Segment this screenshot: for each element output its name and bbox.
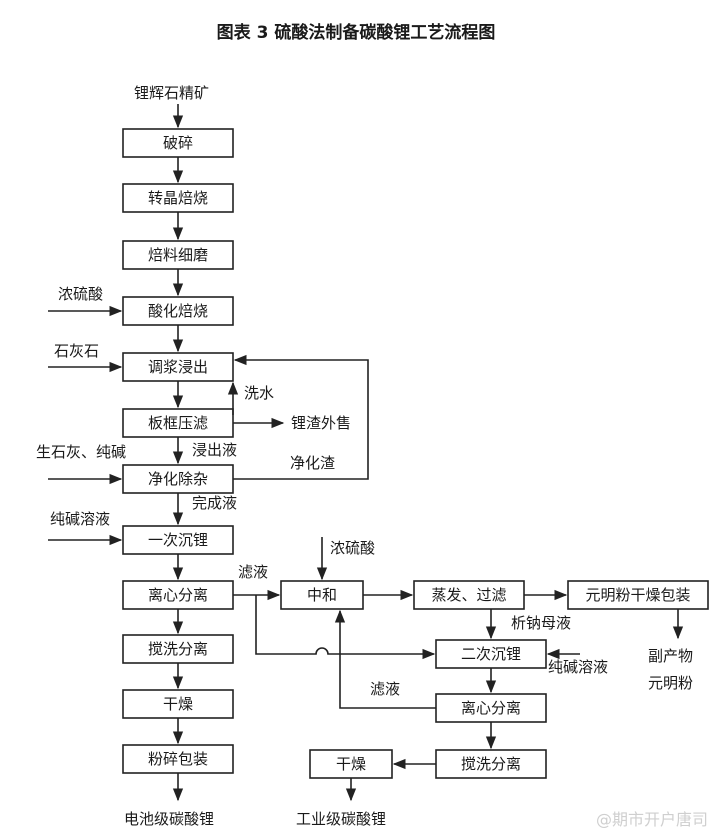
svg-text:二次沉锂: 二次沉锂 [461, 645, 521, 663]
node-centrifuge-2: 离心分离 [435, 693, 547, 723]
svg-text:元明粉干燥包装: 元明粉干燥包装 [585, 586, 690, 604]
label-glauber-salt: 元明粉 [648, 674, 693, 692]
node-neutralize: 中和 [280, 580, 364, 610]
arrow-filtrate2-neutralize [334, 609, 436, 709]
node-evap-filter: 蒸发、过滤 [413, 580, 525, 610]
label-residue-sale: 锂渣外售 [291, 414, 351, 432]
label-purify-residue: 净化渣 [290, 454, 335, 472]
svg-text:干燥: 干燥 [163, 695, 193, 713]
svg-text:蒸发、过滤: 蒸发、过滤 [431, 586, 506, 604]
arrow-purify-residue-loop [233, 354, 369, 480]
svg-text:搅洗分离: 搅洗分离 [461, 755, 521, 773]
node-wash-sep-2: 搅洗分离 [435, 749, 547, 779]
svg-text:中和: 中和 [307, 586, 337, 604]
svg-text:离心分离: 离心分离 [461, 699, 521, 717]
node-dry-1: 干燥 [122, 689, 234, 719]
node-purify: 净化除杂 [122, 464, 234, 494]
svg-text:破碎: 破碎 [163, 134, 193, 152]
label-conc-h2so4: 浓硫酸 [58, 285, 103, 303]
node-wash-sep-1: 搅洗分离 [122, 634, 234, 664]
label-industrial-product: 工业级碳酸锂 [296, 810, 386, 828]
svg-text:一次沉锂: 一次沉锂 [148, 531, 208, 549]
label-filtrate-1: 滤液 [238, 563, 268, 581]
node-dry-2: 干燥 [309, 749, 393, 779]
svg-text:板框压滤: 板框压滤 [148, 414, 208, 432]
label-sodium-mother-liquor: 析钠母液 [511, 614, 571, 632]
arrow-filtrate-secondary [255, 595, 436, 660]
watermark: @期市开户唐司 [595, 810, 708, 829]
svg-text:酸化焙烧: 酸化焙烧 [148, 302, 208, 320]
label-ore: 锂辉石精矿 [134, 84, 209, 102]
svg-text:离心分离: 离心分离 [148, 586, 208, 604]
node-primary-precip: 一次沉锂 [122, 525, 234, 555]
svg-text:转晶焙烧: 转晶焙烧 [148, 189, 208, 207]
diagram-title: 图表 3 硫酸法制备碳酸锂工艺流程图 [216, 23, 496, 43]
label-leachate: 浸出液 [192, 441, 237, 459]
node-centrifuge-1: 离心分离 [122, 580, 234, 610]
node-plate-filter: 板框压滤 [122, 408, 234, 438]
label-quicklime-soda: 生石灰、纯碱 [36, 443, 126, 461]
svg-text:粉碎包装: 粉碎包装 [148, 750, 208, 768]
label-soda-solution-1: 纯碱溶液 [50, 510, 110, 528]
label-wash-water: 洗水 [244, 384, 274, 402]
svg-text:调浆浸出: 调浆浸出 [148, 358, 208, 376]
svg-text:净化除杂: 净化除杂 [148, 470, 208, 488]
label-battery-product: 电池级碳酸锂 [124, 810, 214, 828]
label-finished-liquor: 完成液 [192, 494, 237, 512]
label-conc-h2so4-2: 浓硫酸 [330, 539, 375, 557]
svg-text:搅洗分离: 搅洗分离 [148, 640, 208, 658]
label-filtrate-2: 滤液 [370, 680, 400, 698]
label-soda-solution-2: 纯碱溶液 [548, 658, 608, 676]
label-limestone: 石灰石 [54, 342, 99, 360]
node-acid-roast: 酸化焙烧 [122, 296, 234, 326]
label-byproduct: 副产物 [648, 647, 693, 665]
svg-text:干燥: 干燥 [336, 755, 366, 773]
node-crush: 破碎 [122, 128, 234, 158]
svg-text:焙料细磨: 焙料细磨 [148, 246, 208, 264]
node-slurry-leach: 调浆浸出 [122, 352, 234, 382]
node-transform-roast: 转晶焙烧 [122, 183, 234, 213]
node-pack: 粉碎包装 [122, 744, 234, 774]
node-glauber-pack: 元明粉干燥包装 [567, 580, 709, 610]
node-grind: 焙料细磨 [122, 240, 234, 270]
node-secondary-precip: 二次沉锂 [435, 639, 547, 669]
